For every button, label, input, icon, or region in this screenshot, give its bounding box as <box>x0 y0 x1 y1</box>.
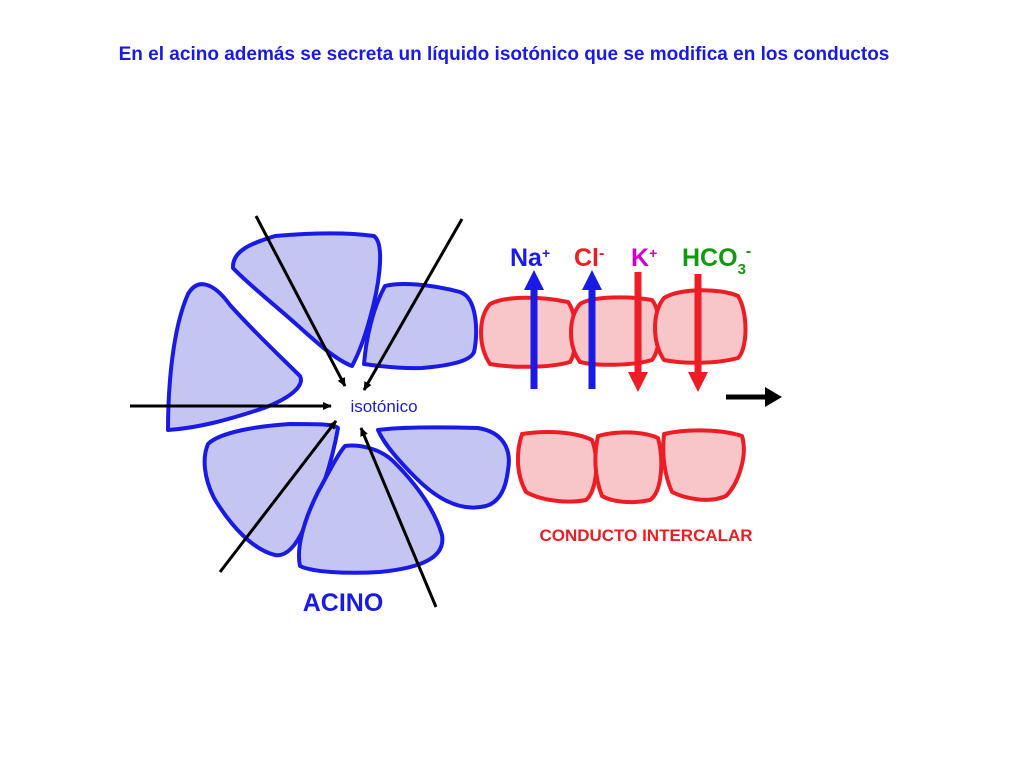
secretion-arrows <box>130 215 464 608</box>
duct-cell-bottom-1 <box>515 430 599 504</box>
acinus-label: ACINO <box>303 589 384 617</box>
duct-cell-top-1 <box>479 295 578 369</box>
duct-cell-bottom-3 <box>661 428 746 502</box>
duct-cells <box>479 288 748 505</box>
arrow-from-top-right <box>362 218 464 391</box>
cl-arrow <box>582 270 602 389</box>
page-title: En el acino además se secreta un líquido… <box>119 44 890 65</box>
acinus-cell-top-right <box>362 282 479 371</box>
duct-label: CONDUCTO INTERCALAR <box>539 526 752 545</box>
ion-label-na: Na+ <box>510 244 550 272</box>
arrow-from-top-left <box>254 215 347 387</box>
arrow-from-bottom-right <box>359 427 438 608</box>
hco3-arrow <box>688 274 708 392</box>
ion-label-hco3: HCO3- <box>682 243 751 278</box>
k-arrow <box>628 272 648 392</box>
arrow-from-bottom-left <box>218 420 338 573</box>
ion-label-k: K+ <box>631 244 657 272</box>
acinus-cell-bottom <box>297 443 445 575</box>
ion-label-cl: Cl- <box>574 244 604 272</box>
duct-cell-bottom-2 <box>593 430 664 505</box>
isotonic-label: isotónico <box>350 397 417 416</box>
na-arrow <box>524 270 544 389</box>
acinus-cells <box>166 231 511 575</box>
acinus-cell-top <box>231 231 383 368</box>
acinus-cell-bottom-right <box>376 425 511 510</box>
duct-cell-top-2 <box>569 295 662 367</box>
arrow-right-icon <box>726 387 782 407</box>
acinus-cell-left <box>166 282 303 432</box>
